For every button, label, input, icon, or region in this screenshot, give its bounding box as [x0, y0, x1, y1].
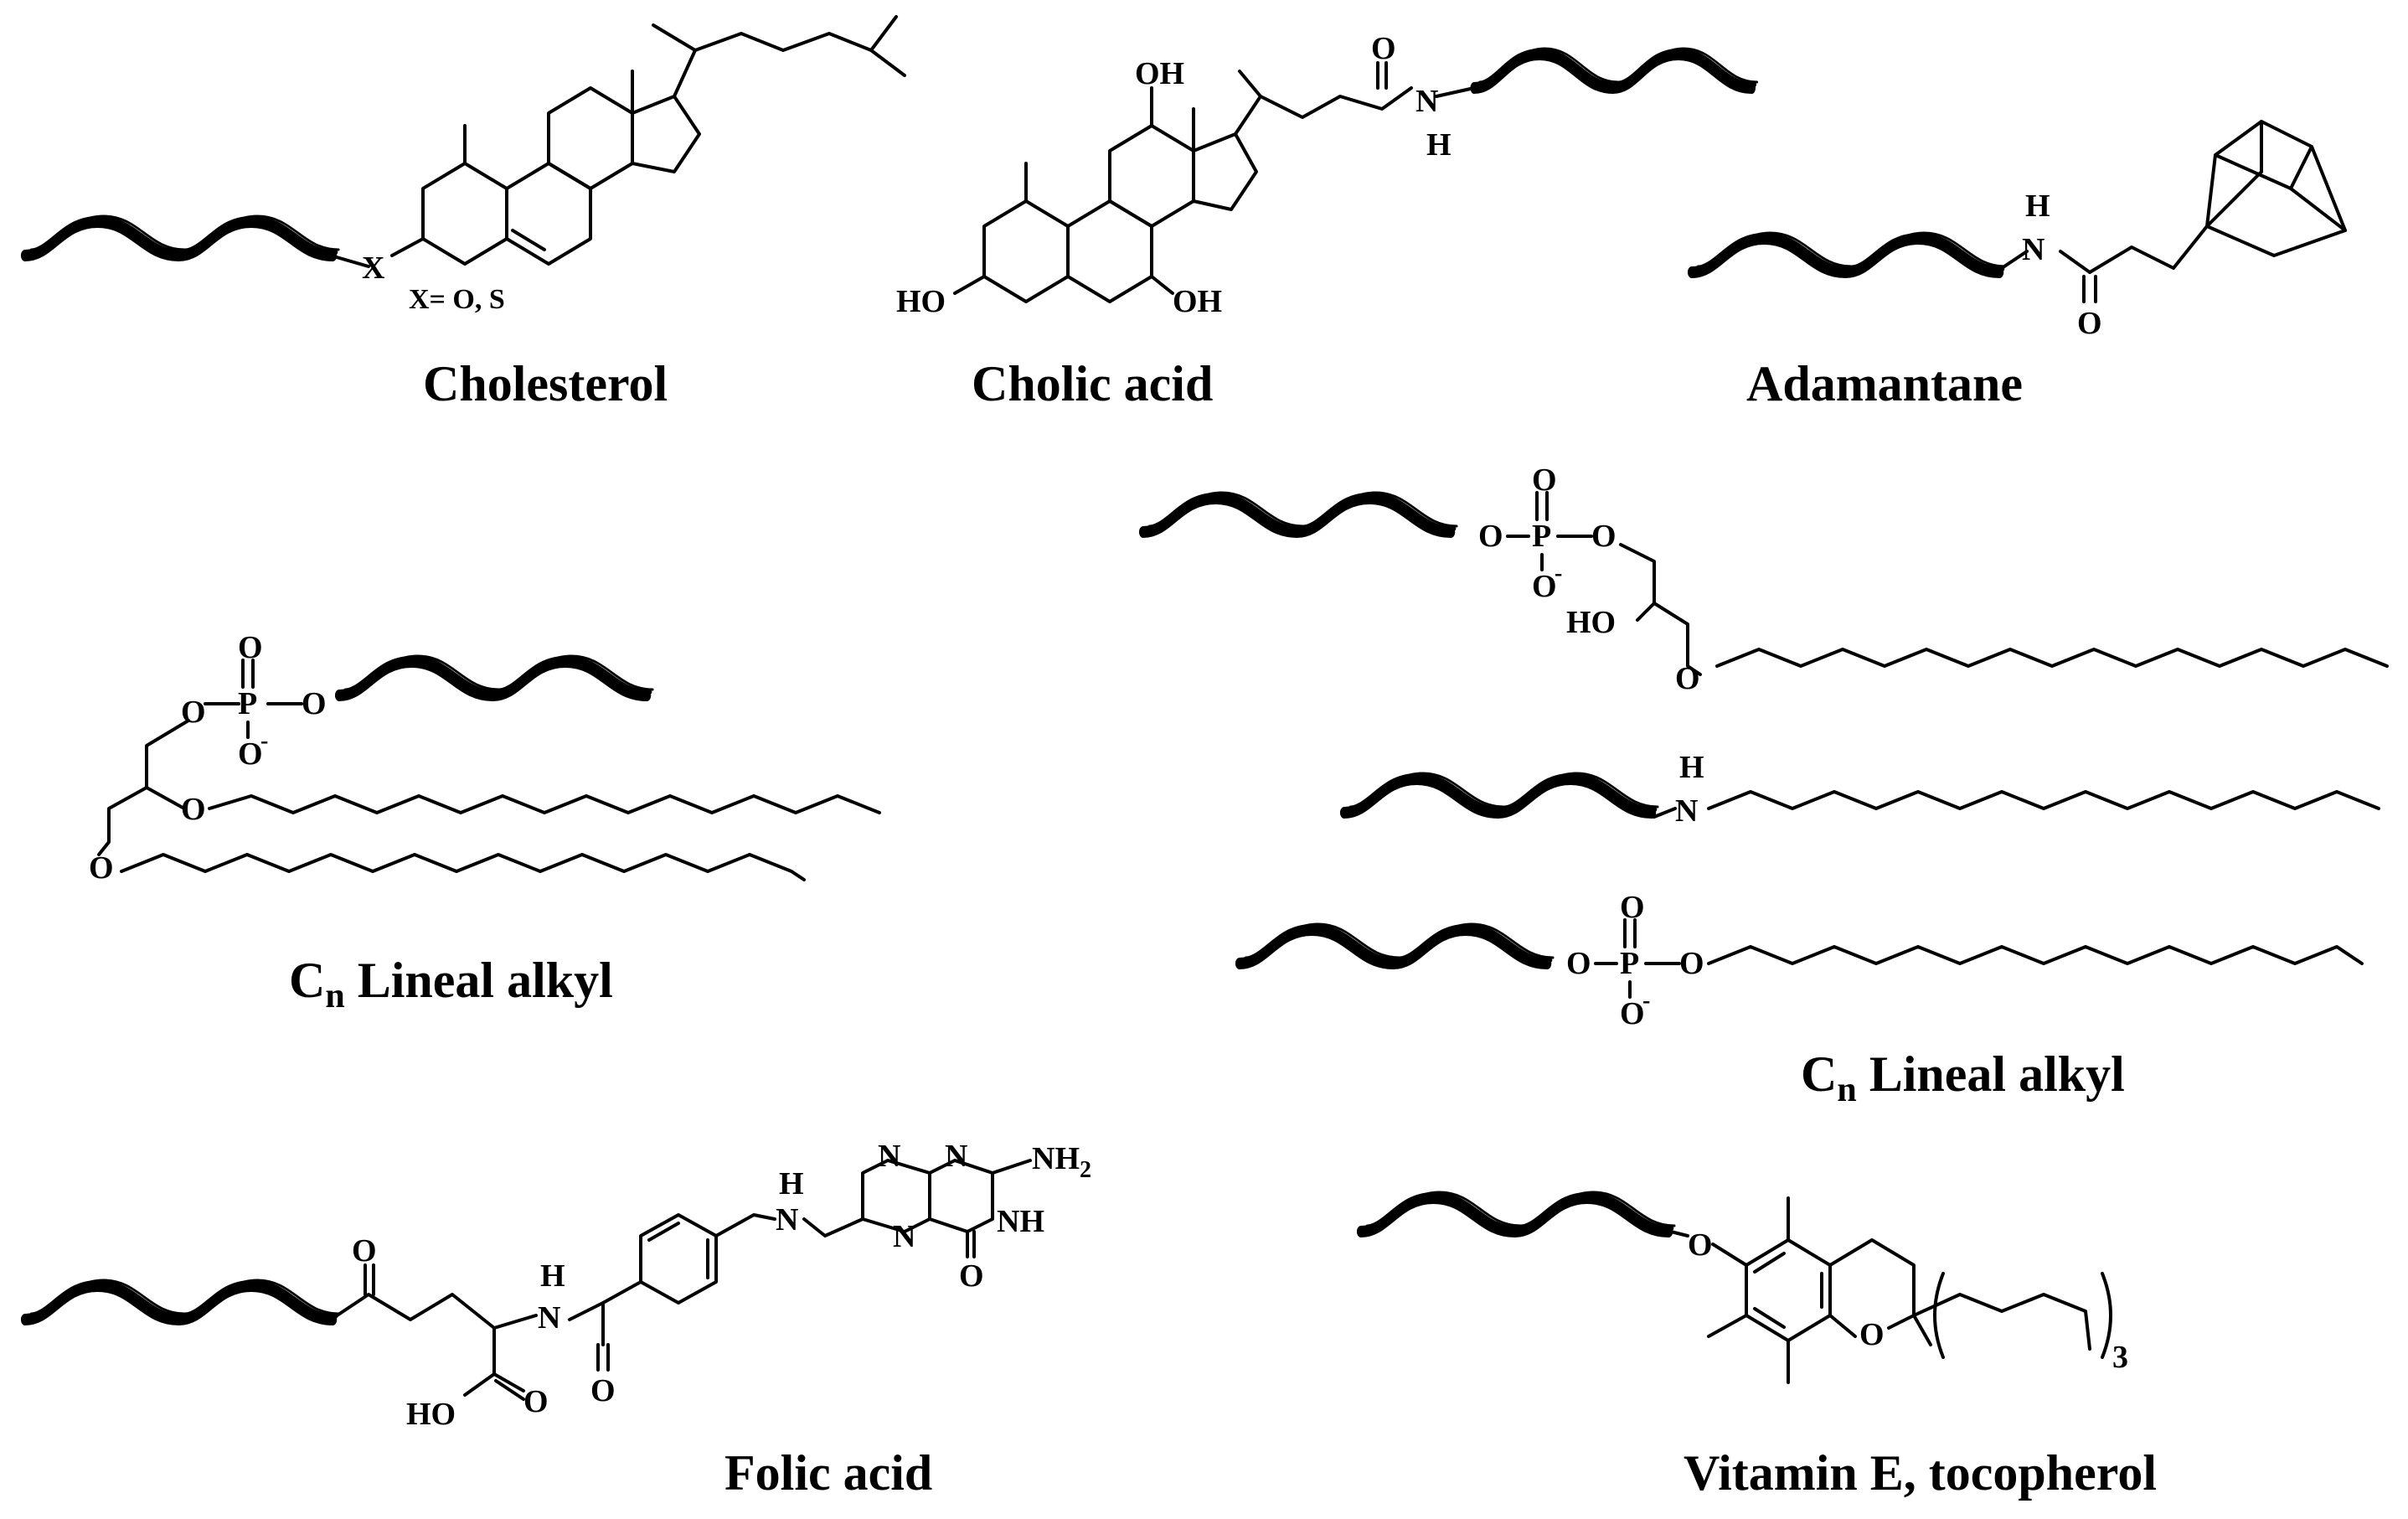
left-o-right: O	[302, 686, 327, 721]
left-p: P	[238, 686, 257, 721]
cholesterol-linker-atom: X	[362, 251, 384, 286]
folic-acid-structure: O H N HO O O H N N N N NH2 NH O Folic ac…	[25, 1139, 1091, 1501]
folic-nh2: NH2	[1032, 1141, 1091, 1183]
left-o-minus: O	[238, 736, 263, 772]
cholesterol-structure: X X= O, S Cholesterol	[25, 15, 906, 411]
folic-benzoyl-o: O	[590, 1373, 616, 1408]
oligonucleotide-symbol	[1143, 493, 1457, 532]
lipid1-o-left: O	[1478, 519, 1503, 554]
amine-n: N	[1675, 793, 1698, 829]
folic-nh: NH	[997, 1204, 1044, 1239]
folic-keto-o: O	[352, 1233, 377, 1268]
cholic-amide-h: H	[1426, 127, 1452, 163]
oligonucleotide-symbol	[1344, 773, 1658, 813]
cholesterol-skeleton	[329, 15, 906, 268]
oligonucleotide-symbol	[339, 656, 652, 695]
folic-amide-h: H	[540, 1258, 565, 1294]
left-o-top: O	[238, 630, 263, 665]
cholic-oh-top: OH	[1135, 56, 1184, 91]
amine-h: H	[1679, 750, 1704, 785]
cholic-carbonyl-o: O	[1371, 31, 1396, 66]
lipid1-o-chain: O	[1675, 661, 1700, 696]
oligonucleotide-symbol	[1240, 924, 1553, 964]
oligonucleotide-symbol	[1474, 49, 1757, 88]
adamantane-title: Adamantane	[1746, 356, 2023, 411]
vitamin-e-title: Vitamin E, tocopherol	[1684, 1445, 2157, 1501]
lipid2-o-right: O	[1679, 946, 1704, 981]
lineal-alkyl-right-structure: O P O O O - HO O H N O P O O O - Cn L	[1143, 462, 2389, 1109]
lipid2-skeleton	[1594, 918, 2364, 999]
lipid1-minus: -	[1555, 561, 1562, 586]
lineal-alkyl-left-title: Cn Lineal alkyl	[289, 953, 613, 1015]
adamantane-structure: H N O Adamantane	[1692, 120, 2347, 411]
amine-skeleton	[1653, 790, 2380, 819]
cholic-acid-structure: OH HO OH O N H Cholic acid	[896, 31, 1757, 411]
oligonucleotide-symbol	[25, 216, 338, 256]
folic-lactam-o: O	[959, 1258, 984, 1294]
lipid2-o-minus: O	[1620, 996, 1645, 1031]
folic-acid-o: O	[523, 1384, 549, 1419]
cholic-acid-title: Cholic acid	[972, 356, 1213, 411]
cholic-oh-left: HO	[896, 284, 946, 319]
cholesterol-linker-note: X= O, S	[409, 284, 505, 315]
cholic-acid-skeleton	[953, 61, 1476, 303]
cholic-amide-n: N	[1415, 84, 1438, 119]
folic-pteridine-n1: N	[878, 1139, 900, 1174]
folic-acid-title: Folic acid	[724, 1445, 932, 1501]
folic-nh-n: N	[776, 1202, 798, 1237]
lineal-alkyl-left-structure: O P O O O - O O Cn Lineal alkyl	[89, 630, 881, 1015]
adamantane-amide-n: N	[2022, 232, 2044, 267]
vitamin-e-o-ring: O	[1859, 1317, 1885, 1352]
lipid1-o-top: O	[1532, 462, 1557, 498]
lineal-alkyl-right-title: Cn Lineal alkyl	[1801, 1046, 2125, 1109]
oligonucleotide-symbol	[25, 1280, 338, 1320]
folic-acid-skeleton	[329, 1159, 1032, 1401]
left-minus: -	[260, 728, 268, 754]
left-o-left: O	[181, 695, 206, 730]
vitamin-e-repeat-count: 3	[2112, 1340, 2128, 1375]
lipid1-p: P	[1532, 519, 1551, 554]
vitamin-e-structure: O O 3 Vitamin E, tocopherol	[1361, 1192, 2157, 1501]
adamantane-carbonyl-o: O	[2077, 306, 2102, 341]
lipid1-o-minus: O	[1532, 569, 1557, 604]
vitamin-e-skeleton	[1669, 1196, 2112, 1384]
folic-nh-h: H	[779, 1166, 804, 1201]
lipid2-o-top: O	[1620, 890, 1645, 925]
left-o-chain2: O	[89, 850, 114, 886]
lipid1-o-right: O	[1591, 519, 1617, 554]
cholesterol-title: Cholesterol	[423, 356, 668, 411]
folic-pteridine-n2: N	[945, 1139, 967, 1174]
folic-amide-n: N	[538, 1300, 560, 1336]
folic-pteridine-n3: N	[893, 1219, 915, 1254]
left-o-chain1: O	[181, 792, 206, 827]
lipid2-o-left: O	[1566, 946, 1591, 981]
oligonucleotide-symbol	[1692, 233, 2005, 272]
adamantane-skeleton	[2000, 120, 2347, 303]
lipid1-ho: HO	[1566, 605, 1616, 640]
lipid2-p: P	[1620, 946, 1639, 981]
oligonucleotide-symbol	[1361, 1192, 1674, 1232]
lineal-alkyl-left-skeleton	[97, 659, 881, 881]
lipid2-minus: -	[1642, 988, 1650, 1014]
vitamin-e-o-link: O	[1688, 1227, 1713, 1263]
folic-ho: HO	[406, 1397, 456, 1432]
cholic-oh-right: OH	[1173, 284, 1222, 319]
lipid1-skeleton	[1506, 491, 2389, 676]
adamantane-amide-h: H	[2025, 189, 2050, 224]
